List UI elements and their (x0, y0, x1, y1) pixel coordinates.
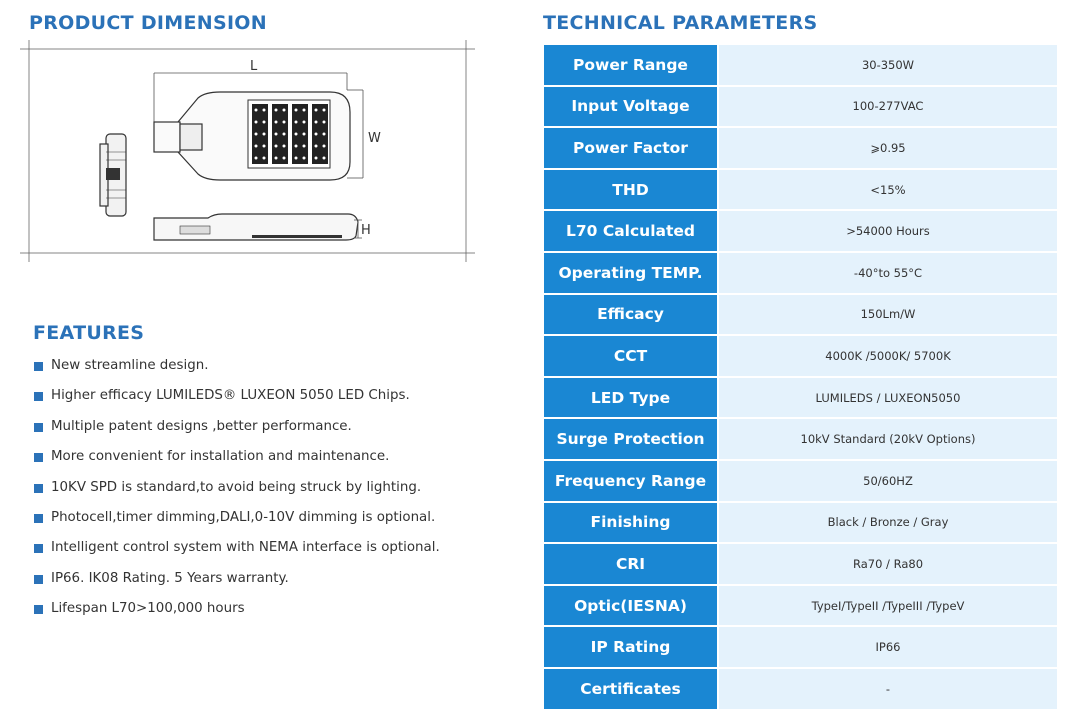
param-value: 30-350W (717, 45, 1057, 85)
product-dimension-heading: PRODUCT DIMENSION (29, 12, 267, 34)
param-label: Efficacy (544, 294, 717, 335)
feature-text: Higher efficacy LUMILEDS® LUXEON 5050 LE… (51, 388, 410, 404)
bullet-square-icon (34, 574, 43, 584)
param-row: Operating TEMP.-40°to 55°C (544, 252, 1057, 293)
param-value: <15% (717, 169, 1057, 210)
height-label: H (361, 223, 371, 238)
param-label: Finishing (544, 502, 717, 543)
bullet-square-icon (34, 392, 43, 402)
technical-parameters-heading: TECHNICAL PARAMETERS (543, 12, 818, 34)
param-label: Surge Protection (544, 419, 717, 459)
bullet-square-icon (34, 513, 43, 523)
param-label: CRI (544, 544, 717, 584)
param-row: L70 Calculated>54000 Hours (544, 211, 1057, 251)
param-label: Optic(IESNA) (544, 585, 717, 626)
dimension-drawing-svg: L W (20, 40, 475, 262)
features-heading: FEATURES (33, 322, 145, 344)
param-value: - (717, 668, 1057, 709)
param-value: Ra70 / Ra80 (717, 544, 1057, 584)
features-list: New streamline design. Higher efficacy L… (34, 356, 440, 630)
param-value: ⩾0.95 (717, 128, 1057, 168)
param-label: Power Range (544, 45, 717, 85)
param-label: Certificates (544, 668, 717, 709)
param-label: L70 Calculated (544, 211, 717, 251)
param-value: TypeI/TypeII /TypeIII /TypeV (717, 585, 1057, 626)
param-value: LUMILEDS / LUXEON5050 (717, 377, 1057, 418)
param-label: Frequency Range (544, 460, 717, 501)
param-row: Optic(IESNA)TypeI/TypeII /TypeIII /TypeV (544, 585, 1057, 626)
feature-item: Higher efficacy LUMILEDS® LUXEON 5050 LE… (34, 386, 440, 416)
bullet-square-icon (34, 483, 43, 493)
param-value: >54000 Hours (717, 211, 1057, 251)
bullet-square-icon (34, 453, 43, 463)
param-value: 50/60HZ (717, 460, 1057, 501)
param-value: 150Lm/W (717, 294, 1057, 335)
bullet-square-icon (34, 422, 43, 432)
feature-item: New streamline design. (34, 356, 440, 386)
param-row: THD<15% (544, 169, 1057, 210)
bullet-square-icon (34, 544, 43, 554)
feature-text: Multiple patent designs ,better performa… (51, 418, 352, 434)
param-value: -40°to 55°C (717, 252, 1057, 293)
feature-text: Photocell,timer dimming,DALI,0-10V dimmi… (51, 509, 436, 525)
feature-item: Multiple patent designs ,better performa… (34, 417, 440, 447)
feature-text: More convenient for installation and mai… (51, 449, 390, 465)
param-value: 100-277VAC (717, 86, 1057, 127)
feature-item: IP66. IK08 Rating. 5 Years warranty. (34, 569, 440, 599)
feature-item: 10KV SPD is standard,to avoid being stru… (34, 478, 440, 508)
length-label: L (250, 59, 258, 74)
param-label: IP Rating (544, 627, 717, 667)
param-label: LED Type (544, 377, 717, 418)
param-label: Input Voltage (544, 86, 717, 127)
param-row: Power Factor⩾0.95 (544, 128, 1057, 168)
param-value: 10kV Standard (20kV Options) (717, 419, 1057, 459)
param-row: Certificates- (544, 668, 1057, 709)
feature-text: IP66. IK08 Rating. 5 Years warranty. (51, 570, 289, 586)
param-label: CCT (544, 336, 717, 376)
feature-text: Intelligent control system with NEMA int… (51, 540, 440, 556)
width-label: W (368, 131, 381, 146)
bullet-square-icon (34, 605, 43, 615)
feature-item: Intelligent control system with NEMA int… (34, 538, 440, 568)
param-value: 4000K /5000K/ 5700K (717, 336, 1057, 376)
feature-item: More convenient for installation and mai… (34, 447, 440, 477)
param-label: Operating TEMP. (544, 252, 717, 293)
feature-text: New streamline design. (51, 358, 209, 373)
param-value: Black / Bronze / Gray (717, 502, 1057, 543)
param-label: Power Factor (544, 128, 717, 168)
param-value: IP66 (717, 627, 1057, 667)
dimension-drawing: L W (20, 40, 475, 262)
feature-item: Lifespan L70>100,000 hours (34, 599, 440, 629)
feature-text: Lifespan L70>100,000 hours (51, 601, 245, 617)
bullet-square-icon (34, 362, 43, 371)
feature-text: 10KV SPD is standard,to avoid being stru… (51, 479, 422, 495)
param-label: THD (544, 169, 717, 210)
feature-item: Photocell,timer dimming,DALI,0-10V dimmi… (34, 508, 440, 538)
